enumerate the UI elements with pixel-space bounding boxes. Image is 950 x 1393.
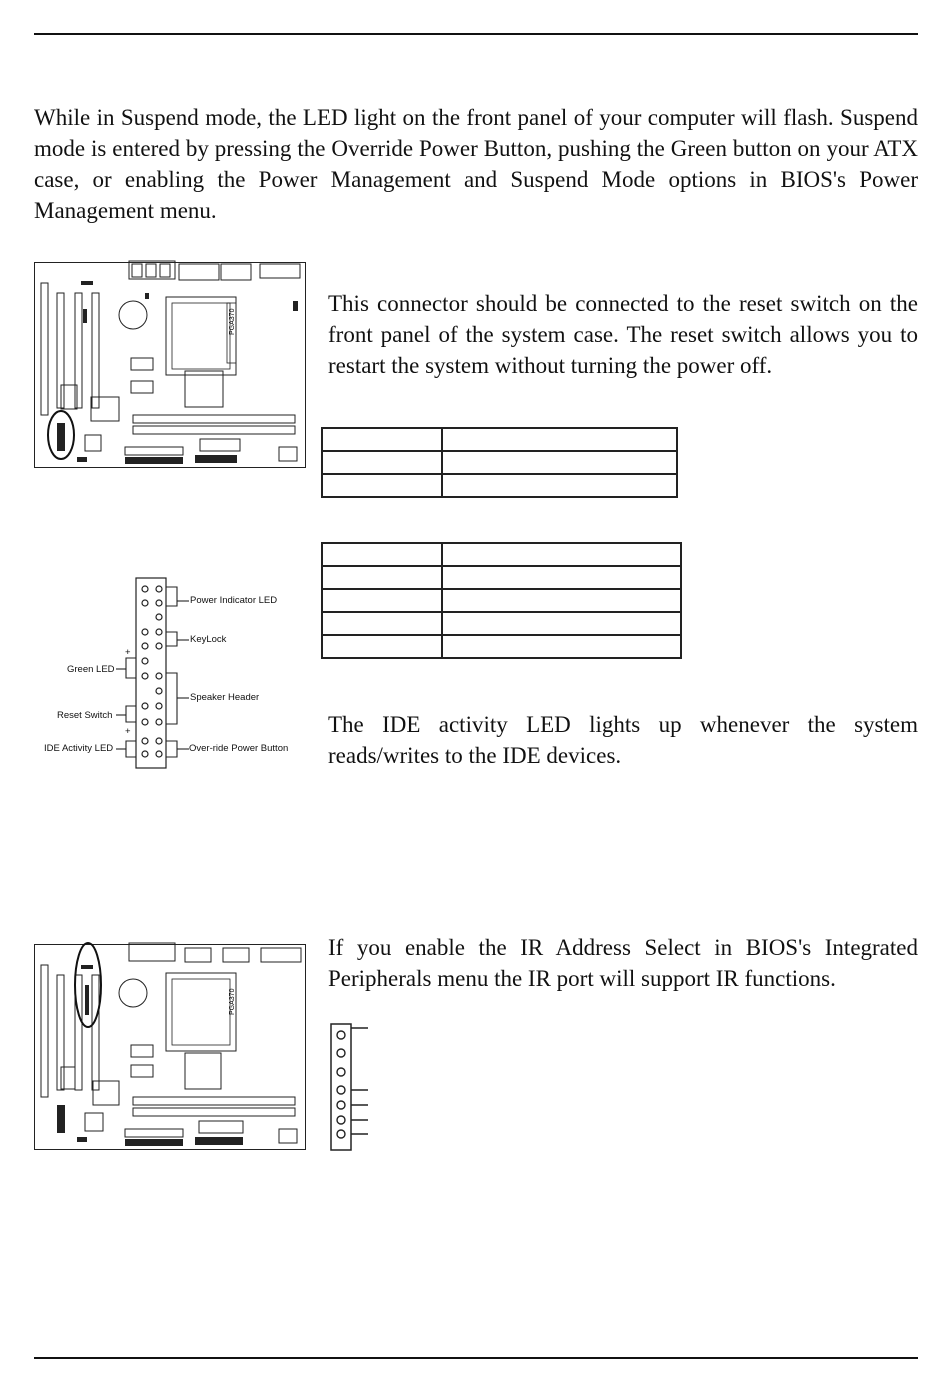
ide-activity-led-label: IDE Activity LED — [44, 743, 114, 754]
table-row — [321, 611, 682, 636]
green-led-label: Green LED — [67, 664, 115, 675]
front-panel-table — [321, 542, 682, 659]
table-row — [321, 450, 678, 475]
bottom-rule — [34, 1357, 918, 1359]
table-row — [321, 473, 678, 498]
reset-switch-paragraph: This connector should be connected to th… — [328, 291, 918, 378]
ir-paragraph: If you enable the IR Address Select in B… — [328, 935, 918, 991]
intro-paragraph: While in Suspend mode, the LED light on … — [34, 105, 918, 223]
pin-grid — [141, 585, 163, 758]
table-row — [321, 634, 682, 659]
table-row — [321, 427, 678, 452]
pin-header-drawing — [116, 577, 189, 769]
ide-activity-paragraph: The IDE activity LED lights up whenever … — [328, 712, 918, 768]
pga-marking: PGA370 — [229, 988, 236, 1015]
plus-sign: + — [125, 647, 131, 658]
reset-switch-label: Reset Switch — [57, 710, 113, 721]
ir-connector-diagram — [330, 1023, 368, 1151]
power-indicator-led-label: Power Indicator LED — [190, 595, 278, 606]
pga-marking: PGA370 — [229, 308, 236, 335]
motherboard-diagram-ir: PGA370 — [34, 942, 306, 1150]
top-rule — [34, 33, 918, 35]
table-row — [321, 565, 682, 590]
table-row — [321, 588, 682, 613]
front-panel-connector-diagram: Power Indicator LED KeyLock Green LED Sp… — [40, 570, 310, 770]
table-row — [321, 542, 682, 567]
reset-switch-table — [321, 427, 678, 498]
plus-sign: + — [125, 726, 131, 737]
motherboard-drawing: PGA370 — [40, 260, 301, 464]
keylock-label: KeyLock — [190, 634, 227, 645]
motherboard-diagram-reset: PGA370 — [34, 260, 306, 468]
motherboard-drawing: PGA370 — [40, 942, 302, 1146]
speaker-header-label: Speaker Header — [190, 692, 260, 703]
override-power-button-label: Over-ride Power Button — [189, 743, 289, 754]
